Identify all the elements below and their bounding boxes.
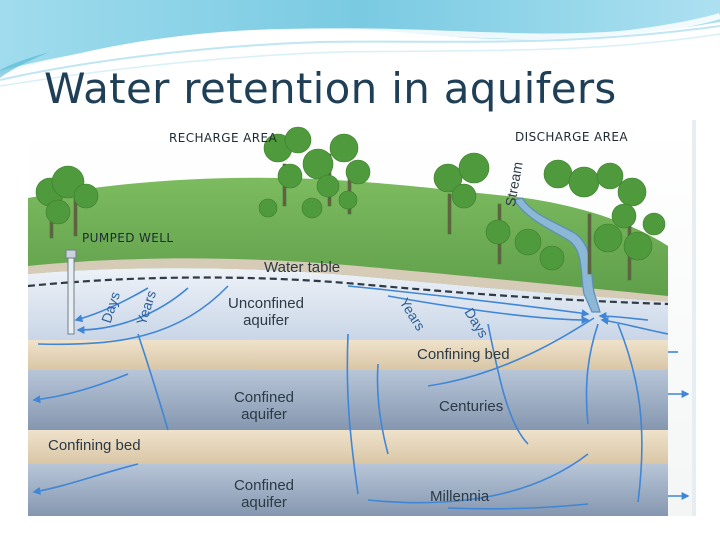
label-confined-aquifer-lower: Confined aquifer	[228, 477, 300, 511]
right-edge-decoration	[692, 120, 696, 516]
label-unconfined-aquifer-line2: aquifer	[243, 312, 289, 329]
confined-aquifer-lower-layer	[28, 464, 668, 516]
pumped-well	[65, 249, 77, 335]
groundwater-flow-arrows	[32, 285, 690, 510]
label-confined-aquifer-upper-line1: Confined	[233, 389, 295, 406]
water-table-line	[28, 276, 669, 306]
label-water-table: Water table	[264, 259, 341, 276]
label-recharge-area: RECHARGE AREA	[169, 131, 278, 145]
soil-layer	[28, 258, 668, 302]
label-pumped-well: PUMPED WELL	[82, 231, 174, 245]
label-centuries: Centuries	[439, 398, 504, 415]
label-confined-aquifer-lower-line1: Confined	[233, 477, 295, 494]
unconfined-aquifer-layer	[28, 268, 668, 340]
label-confined-aquifer-upper-line2: aquifer	[241, 406, 287, 423]
slide-title: Water retention in aquifers	[44, 64, 617, 113]
confining-bed-lower-layer	[28, 430, 668, 464]
stream-channel	[513, 197, 601, 313]
header-wave-decoration	[0, 0, 720, 87]
label-confining-bed-lower: Confining bed	[48, 437, 141, 454]
label-confined-aquifer-lower-line2: aquifer	[241, 494, 287, 511]
label-unconfined-aquifer-line1: Unconfined	[228, 295, 304, 312]
label-discharge-area: DISCHARGE AREA	[515, 130, 628, 144]
aquifer-cross-section	[28, 124, 692, 516]
label-millennia: Millennia	[430, 488, 490, 505]
label-confining-bed-upper: Confining bed	[417, 346, 510, 363]
label-confined-aquifer-upper: Confined aquifer	[228, 389, 300, 423]
trees-decoration	[35, 126, 666, 281]
label-unconfined-aquifer: Unconfined aquifer	[224, 295, 308, 329]
